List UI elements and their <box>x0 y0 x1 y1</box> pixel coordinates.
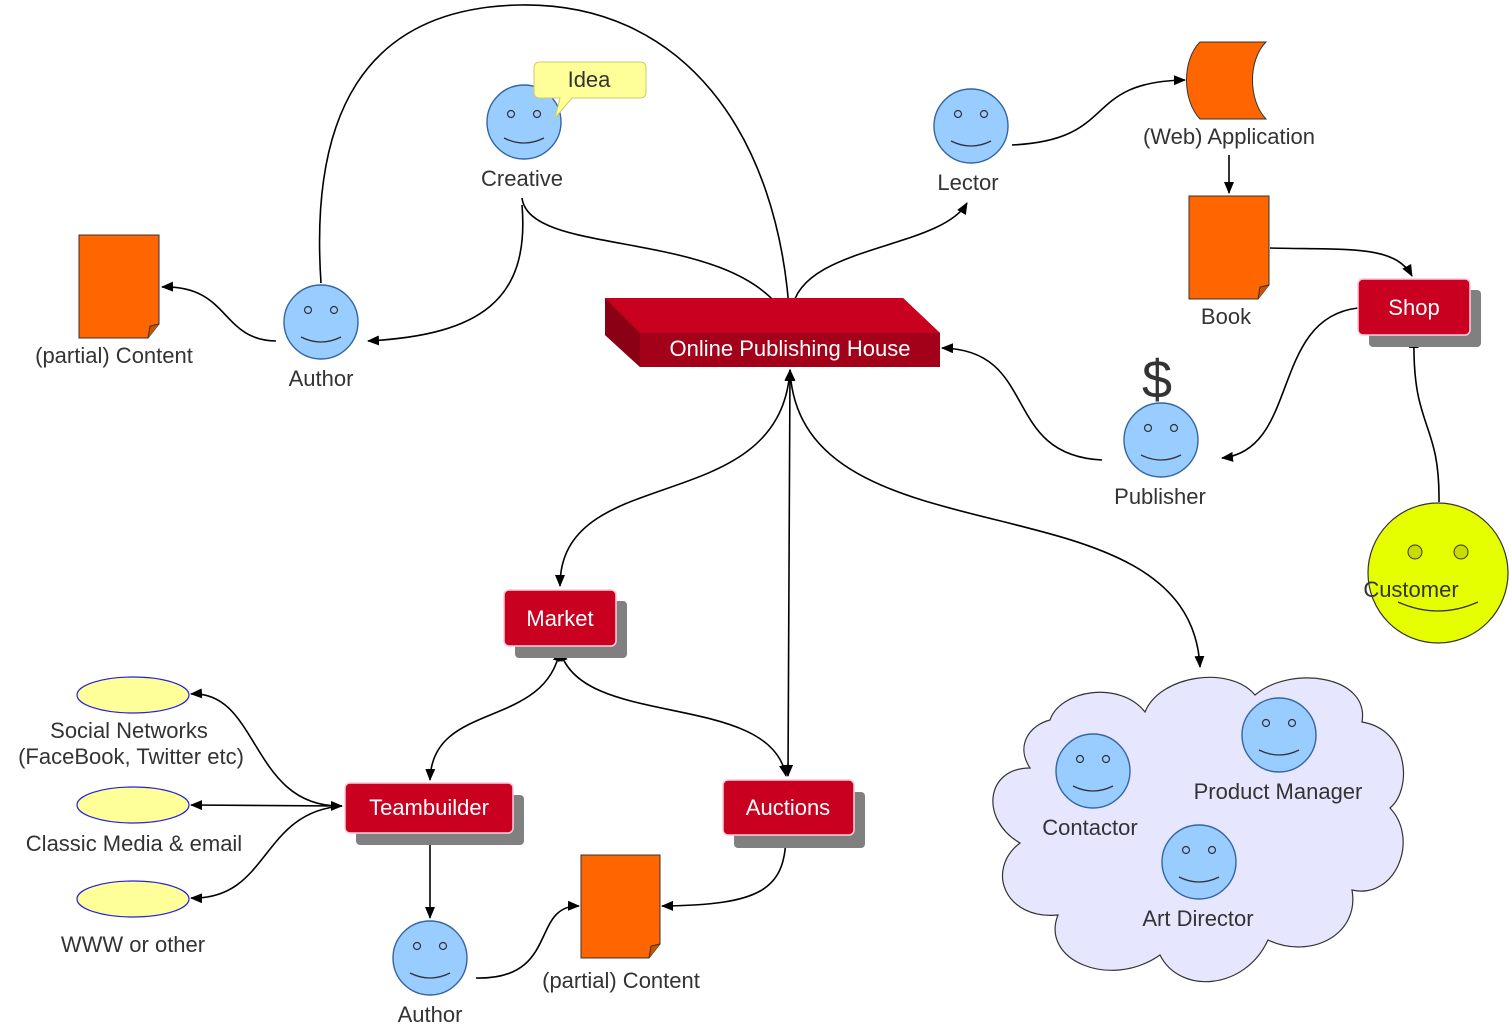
web-application-label: (Web) Application <box>1143 124 1315 149</box>
smiley-face-icon <box>1055 733 1131 809</box>
auctions-label: Auctions <box>746 795 830 820</box>
social-networks-channel: Social Networks (FaceBook, Twitter etc) <box>18 676 244 769</box>
edge-publishing-house-cloud <box>785 369 1205 668</box>
content-bottom-document: (partial) Content <box>542 854 700 993</box>
market-label: Market <box>526 606 593 631</box>
content-bottom-label: (partial) Content <box>542 968 700 993</box>
smiley-face-icon <box>1241 697 1317 773</box>
smiley-face-icon <box>1123 402 1199 478</box>
book-document: Book <box>1188 195 1270 329</box>
edges <box>161 4 1440 979</box>
book-label: Book <box>1201 304 1252 329</box>
edge-publishing-house-auctions <box>783 369 795 777</box>
stored-data-icon <box>1186 41 1268 120</box>
social-networks-sublabel: (FaceBook, Twitter etc) <box>18 744 244 769</box>
classic-media-label: Classic Media & email <box>26 831 242 856</box>
author-bottom-person: Author <box>392 920 468 1027</box>
www-channel: WWW or other <box>61 880 205 957</box>
contactor-person: Contactor <box>1042 733 1138 840</box>
smiley-face-icon <box>1367 502 1509 644</box>
edge-customer-to-shop <box>1408 336 1440 503</box>
document-icon <box>78 234 160 339</box>
publisher-label: Publisher <box>1114 484 1206 509</box>
creative-person: Creative <box>481 84 563 191</box>
smiley-face-icon <box>392 920 468 996</box>
product-manager-label: Product Manager <box>1194 779 1363 804</box>
smiley-face-icon <box>933 88 1009 164</box>
content-top-label: (partial) Content <box>35 343 193 368</box>
idea-label: Idea <box>568 67 612 92</box>
edge-author-to-publishing-house <box>318 4 795 324</box>
edge-lector-to-webapp <box>1011 75 1186 146</box>
smiley-face-icon <box>283 284 359 360</box>
shop-node[interactable]: Shop <box>1357 278 1481 347</box>
smiley-face-icon <box>1161 824 1237 900</box>
teambuilder-node[interactable]: Teambuilder <box>344 782 524 845</box>
market-node[interactable]: Market <box>503 589 627 658</box>
edge-author-to-content <box>161 281 277 342</box>
edge-shop-to-publisher <box>1221 307 1359 462</box>
product-manager-person: Product Manager <box>1194 697 1363 804</box>
art-director-label: Art Director <box>1142 906 1253 931</box>
publishing-house-node[interactable]: Online Publishing House <box>605 298 940 367</box>
shop-label: Shop <box>1388 295 1439 320</box>
customer-label: Customer <box>1363 577 1458 602</box>
web-application-node: (Web) Application <box>1143 41 1315 149</box>
teambuilder-label: Teambuilder <box>369 795 489 820</box>
document-icon <box>580 854 661 959</box>
www-label: WWW or other <box>61 932 205 957</box>
idea-callout: Idea <box>533 61 647 119</box>
edge-publishing-house-market <box>555 369 795 587</box>
edge-market-teambuilder <box>425 649 563 781</box>
content-top-document: (partial) Content <box>35 234 193 368</box>
lector-label: Lector <box>937 170 998 195</box>
document-icon <box>1188 195 1270 300</box>
lector-person: Lector <box>933 88 1009 195</box>
smiley-face-icon <box>486 84 562 160</box>
author-top-person: Author <box>283 284 359 391</box>
publishing-house-label: Online Publishing House <box>670 336 911 361</box>
author-bottom-label: Author <box>398 1002 463 1027</box>
edge-creative-to-publishing-house <box>521 197 791 324</box>
edge-publishing-house-to-lector <box>791 202 968 311</box>
customer-person: Customer <box>1363 502 1509 644</box>
social-networks-label: Social Networks <box>50 718 208 743</box>
edge-creative-to-author <box>367 204 524 346</box>
edge-book-to-shop <box>1269 247 1413 277</box>
edge-market-auctions <box>557 649 789 777</box>
dollar-icon: $ <box>1142 350 1172 410</box>
art-director-person: Art Director <box>1142 824 1254 931</box>
edge-teambuilder-www <box>190 805 343 904</box>
edge-author-to-content-bottom <box>475 900 580 979</box>
edge-publisher-to-publishing-house <box>941 343 1103 461</box>
contactor-label: Contactor <box>1042 815 1137 840</box>
classic-media-channel: Classic Media & email <box>26 786 242 856</box>
publisher-person: $ Publisher <box>1114 350 1206 509</box>
creative-label: Creative <box>481 166 563 191</box>
author-top-label: Author <box>289 366 354 391</box>
auctions-node[interactable]: Auctions <box>722 779 865 848</box>
edge-content-auctions <box>661 835 791 911</box>
edge-teambuilder-classic-media <box>190 800 343 811</box>
